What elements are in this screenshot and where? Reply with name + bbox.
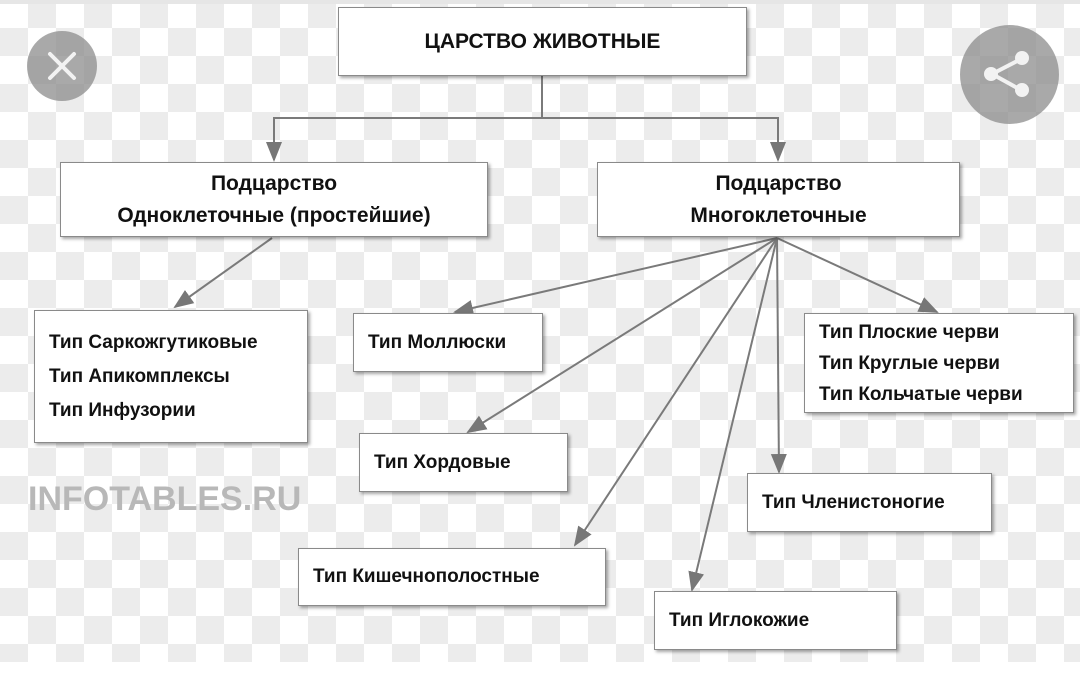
echinoderms-box: Тип Иглокожие	[654, 591, 897, 650]
arrow-arthropods	[770, 237, 787, 474]
arrow-echinoderms	[688, 237, 778, 592]
close-icon	[48, 52, 76, 80]
arrow-cnidarians	[573, 237, 778, 547]
type-item: Тип Кишечнополостные	[313, 566, 540, 587]
type-item: Тип Саркожгутиковые	[49, 331, 258, 353]
type-item: Тип Круглые черви	[819, 352, 1000, 374]
share-icon	[984, 51, 1029, 97]
type-item: Тип Апикомплексы	[49, 365, 230, 387]
type-item: Тип Инфузории	[49, 399, 196, 421]
unicellular-box: Подцарство Одноклеточные (простейшие)	[60, 162, 488, 237]
watermark: INFOTABLES.RU	[28, 480, 302, 518]
type-item: Тип Плоские черви	[819, 321, 1000, 343]
bottom-strip	[0, 662, 1080, 678]
close-button[interactable]	[27, 31, 97, 101]
arthropods-box: Тип Членистоногие	[747, 473, 992, 532]
type-item: Тип Моллюски	[368, 331, 507, 353]
root-label: ЦАРСТВО ЖИВОТНЫЕ	[424, 29, 661, 53]
type-item: Тип Членистоногие	[762, 491, 945, 513]
top-bar	[0, 0, 1080, 4]
multicellular-line1: Подцарство	[715, 171, 842, 195]
molluscs-box: Тип Моллюски	[353, 313, 543, 372]
arrow-chordates	[466, 237, 778, 434]
multicellular-line2: Многоклеточные	[690, 203, 867, 227]
root-box: ЦАРСТВО ЖИВОТНЫЕ	[338, 7, 747, 76]
type-item: Тип Иглокожие	[669, 609, 810, 631]
share-button[interactable]	[960, 25, 1059, 124]
type-item: Тип Кольчатые черви	[819, 383, 1023, 405]
connector-root	[273, 76, 778, 160]
arrow-molluscs	[453, 237, 778, 316]
type-item: Тип Хордовые	[374, 451, 511, 473]
unicellular-line2: Одноклеточные (простейшие)	[117, 203, 431, 227]
worms-box: Тип Плоские черви Тип Круглые черви Тип …	[804, 313, 1074, 413]
arrow-worms	[776, 237, 939, 313]
protozoa-types-box: Тип Саркожгутиковые Тип Апикомплексы Тип…	[34, 310, 308, 443]
cnidarians-box: Тип Кишечнополостные	[298, 548, 606, 606]
arrow-protozoa	[173, 237, 273, 309]
multicellular-box: Подцарство Многоклеточные	[597, 162, 960, 237]
unicellular-line1: Подцарство	[210, 171, 338, 195]
chordates-box: Тип Хордовые	[359, 433, 568, 492]
